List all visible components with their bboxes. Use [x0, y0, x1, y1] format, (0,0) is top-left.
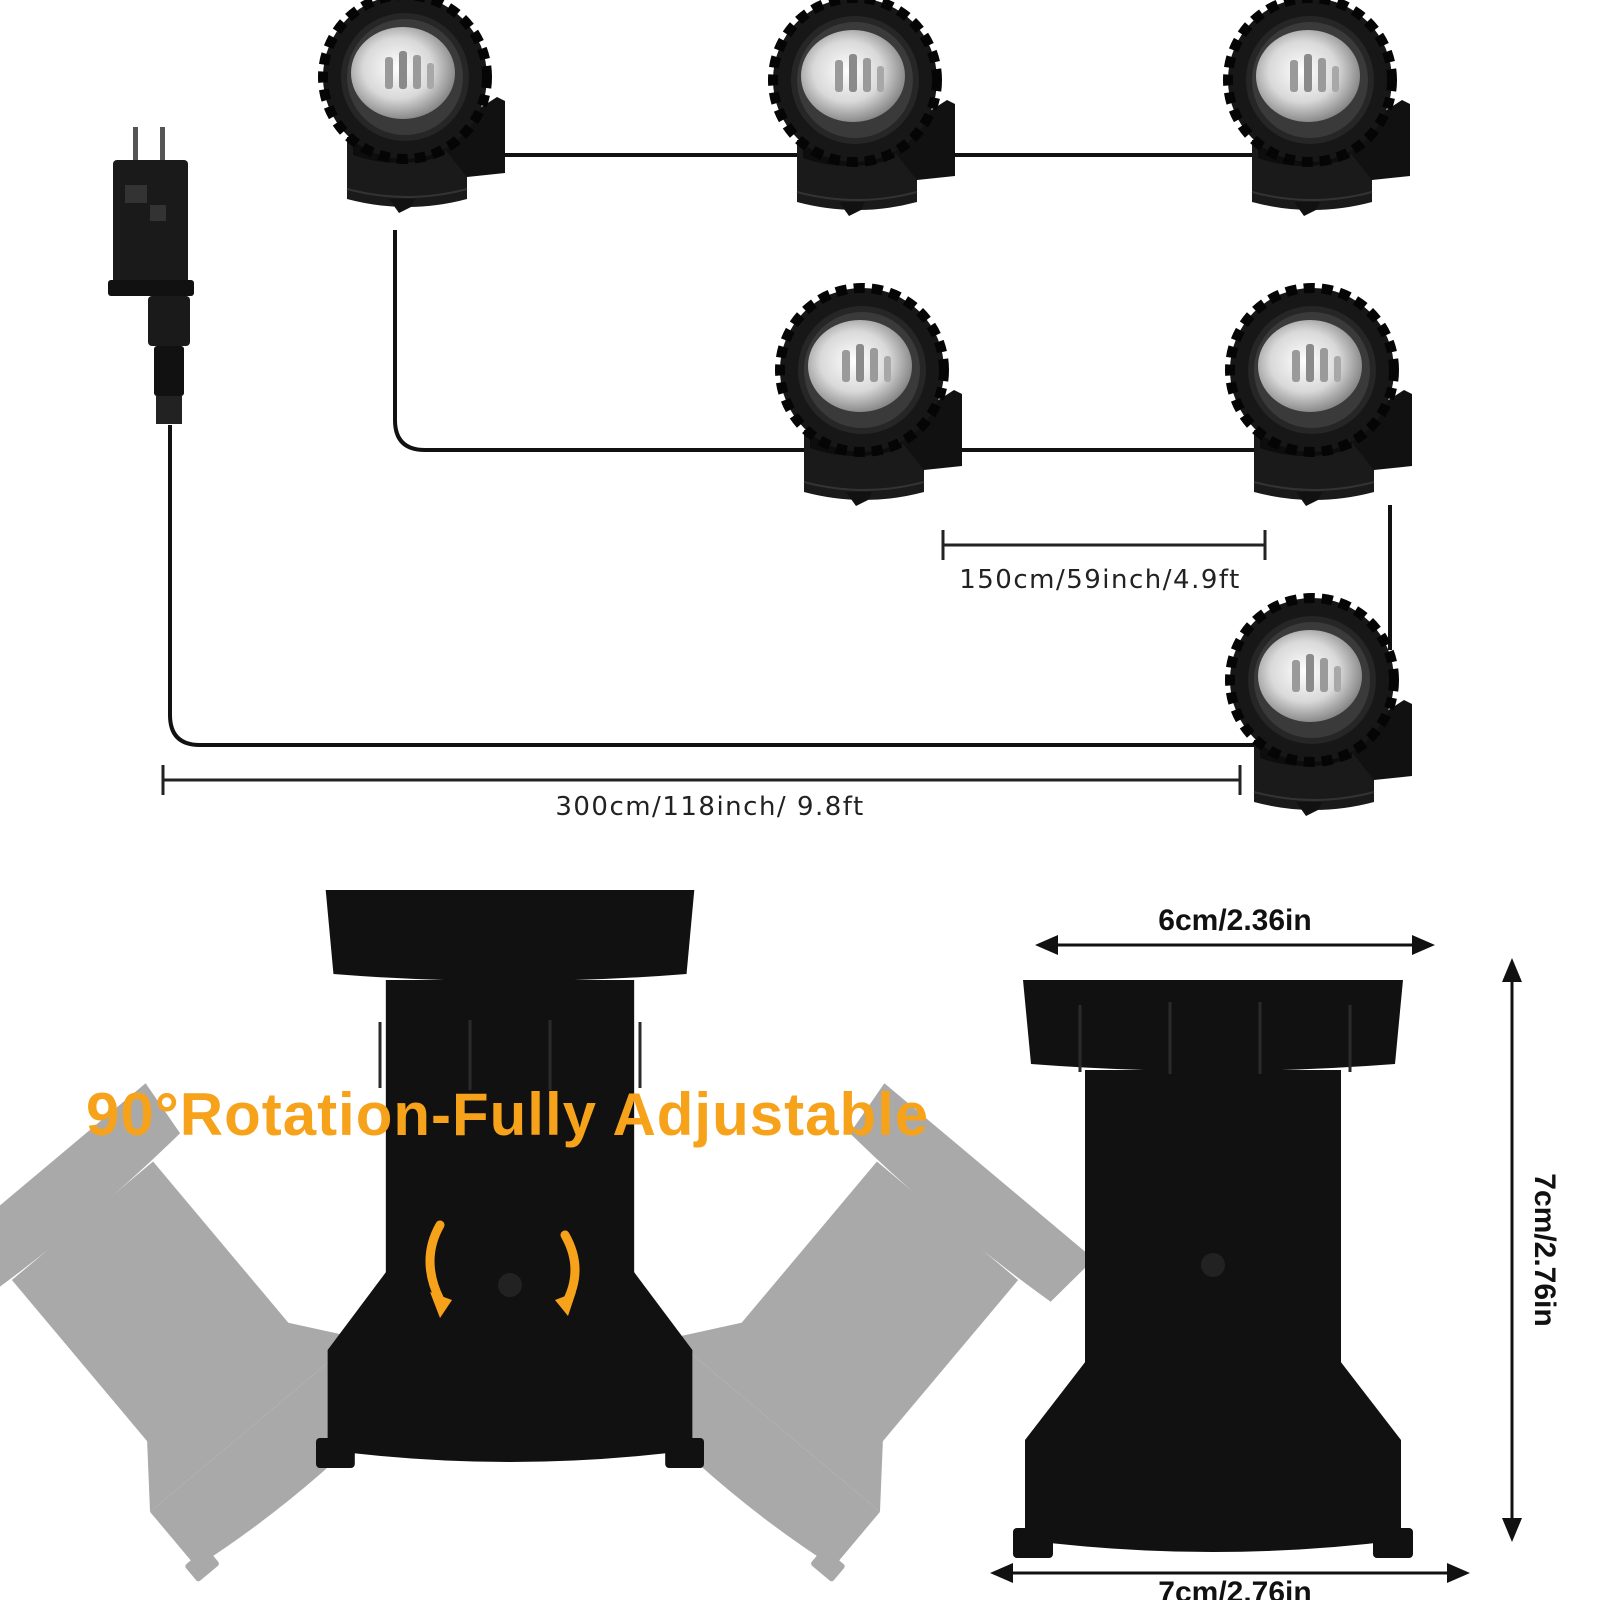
top-width-dimension [1035, 935, 1435, 955]
spotlight-icon [1230, 598, 1412, 816]
spotlight-icon [780, 288, 962, 506]
spotlight-icon [1228, 0, 1410, 216]
spacing-label: 150cm/59inch/4.9ft [959, 565, 1241, 595]
height-label: 7cm/2.76in [1528, 1173, 1561, 1326]
cable-length-dimension [161, 765, 1242, 795]
cable-length-label: 300cm/118inch/ 9.8ft [555, 792, 864, 822]
lamp-front-view [316, 890, 704, 1468]
base-width-label: 7cm/2.76in [1158, 1576, 1311, 1600]
height-dimension [1502, 958, 1522, 1542]
spacing-dimension [941, 530, 1267, 560]
power-cable [168, 153, 1392, 747]
spotlight-icon [323, 0, 505, 213]
power-adapter-icon [108, 127, 194, 424]
base-width-dimension [990, 1563, 1470, 1583]
spotlight-icon [773, 0, 955, 216]
spotlight-icon [1230, 288, 1412, 506]
top-width-label: 6cm/2.36in [1158, 904, 1311, 937]
